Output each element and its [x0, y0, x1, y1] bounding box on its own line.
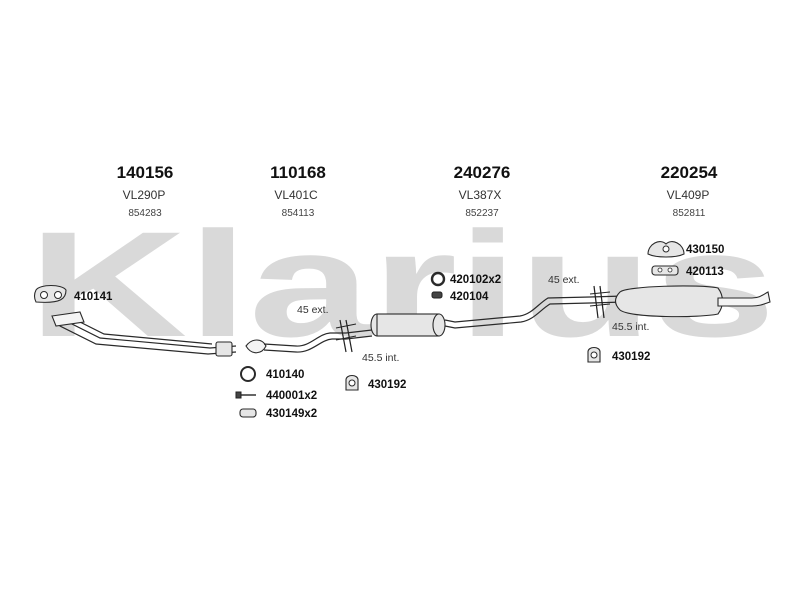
- part-label: 440001x2: [266, 390, 317, 402]
- column-front-pipe: 140156 VL290P 854283: [117, 163, 174, 219]
- part-number: 220254: [661, 163, 718, 182]
- dimension-int-rear: 45.5 int.: [612, 321, 649, 333]
- middle-silencer-drawing: [345, 296, 591, 340]
- part-label: 420102x2: [450, 274, 501, 286]
- oe-number: 852237: [465, 208, 499, 219]
- part-label: 430192: [612, 351, 650, 363]
- part-number: 110168: [270, 163, 326, 182]
- brand-watermark: Klarius: [28, 200, 776, 368]
- dimension-ext-front: 45 ext.: [297, 304, 329, 316]
- part-label: 410140: [266, 369, 304, 381]
- column-catalyst: 110168 VL401C 854113: [270, 163, 326, 219]
- part-label: 430192: [368, 379, 406, 391]
- accessory-hanger-rear: 430192: [587, 346, 650, 363]
- accessory-hanger-rear-top: 430150: [647, 241, 724, 258]
- accessory-ring-gasket: 410140: [240, 366, 304, 382]
- reference-code: VL401C: [274, 188, 318, 202]
- oe-number: 854113: [282, 208, 315, 219]
- accessory-rubber-mid: 420104: [431, 291, 489, 303]
- accessory-bolt: 440001x2: [235, 390, 317, 402]
- part-label: 420113: [686, 266, 724, 278]
- part-label: 430149x2: [266, 408, 317, 420]
- accessory-gasket-front: 410141: [33, 284, 113, 303]
- front-pipe-drawing: [51, 311, 237, 357]
- accessory-clamp-front: 430149x2: [239, 408, 317, 420]
- catalyst-pipe-drawing: [245, 332, 346, 354]
- rear-silencer-drawing: [589, 285, 771, 318]
- part-label: 420104: [450, 291, 489, 303]
- reference-code: VL387X: [459, 188, 502, 202]
- accessory-hanger-mid: 430192: [345, 374, 406, 391]
- column-middle-silencer: 240276 VL387X 852237: [454, 163, 511, 219]
- accessory-ring-mid: 420102x2: [430, 271, 501, 287]
- reference-code: VL290P: [123, 188, 166, 202]
- clamp-marks-front: [335, 319, 357, 353]
- column-rear-silencer: 220254 VL409P 852811: [661, 163, 718, 219]
- part-label: 430150: [686, 244, 724, 256]
- oe-number: 854283: [128, 208, 162, 219]
- clamp-marks-rear: [589, 285, 611, 319]
- reference-code: VL409P: [667, 188, 710, 202]
- oe-number: 852811: [673, 208, 706, 219]
- part-number: 240276: [454, 163, 511, 182]
- dimension-ext-rear: 45 ext.: [548, 274, 580, 286]
- accessory-rubber-rear: 420113: [651, 265, 724, 278]
- dimension-int-front: 45.5 int.: [362, 352, 399, 364]
- part-number: 140156: [117, 163, 174, 182]
- part-label: 410141: [74, 291, 113, 303]
